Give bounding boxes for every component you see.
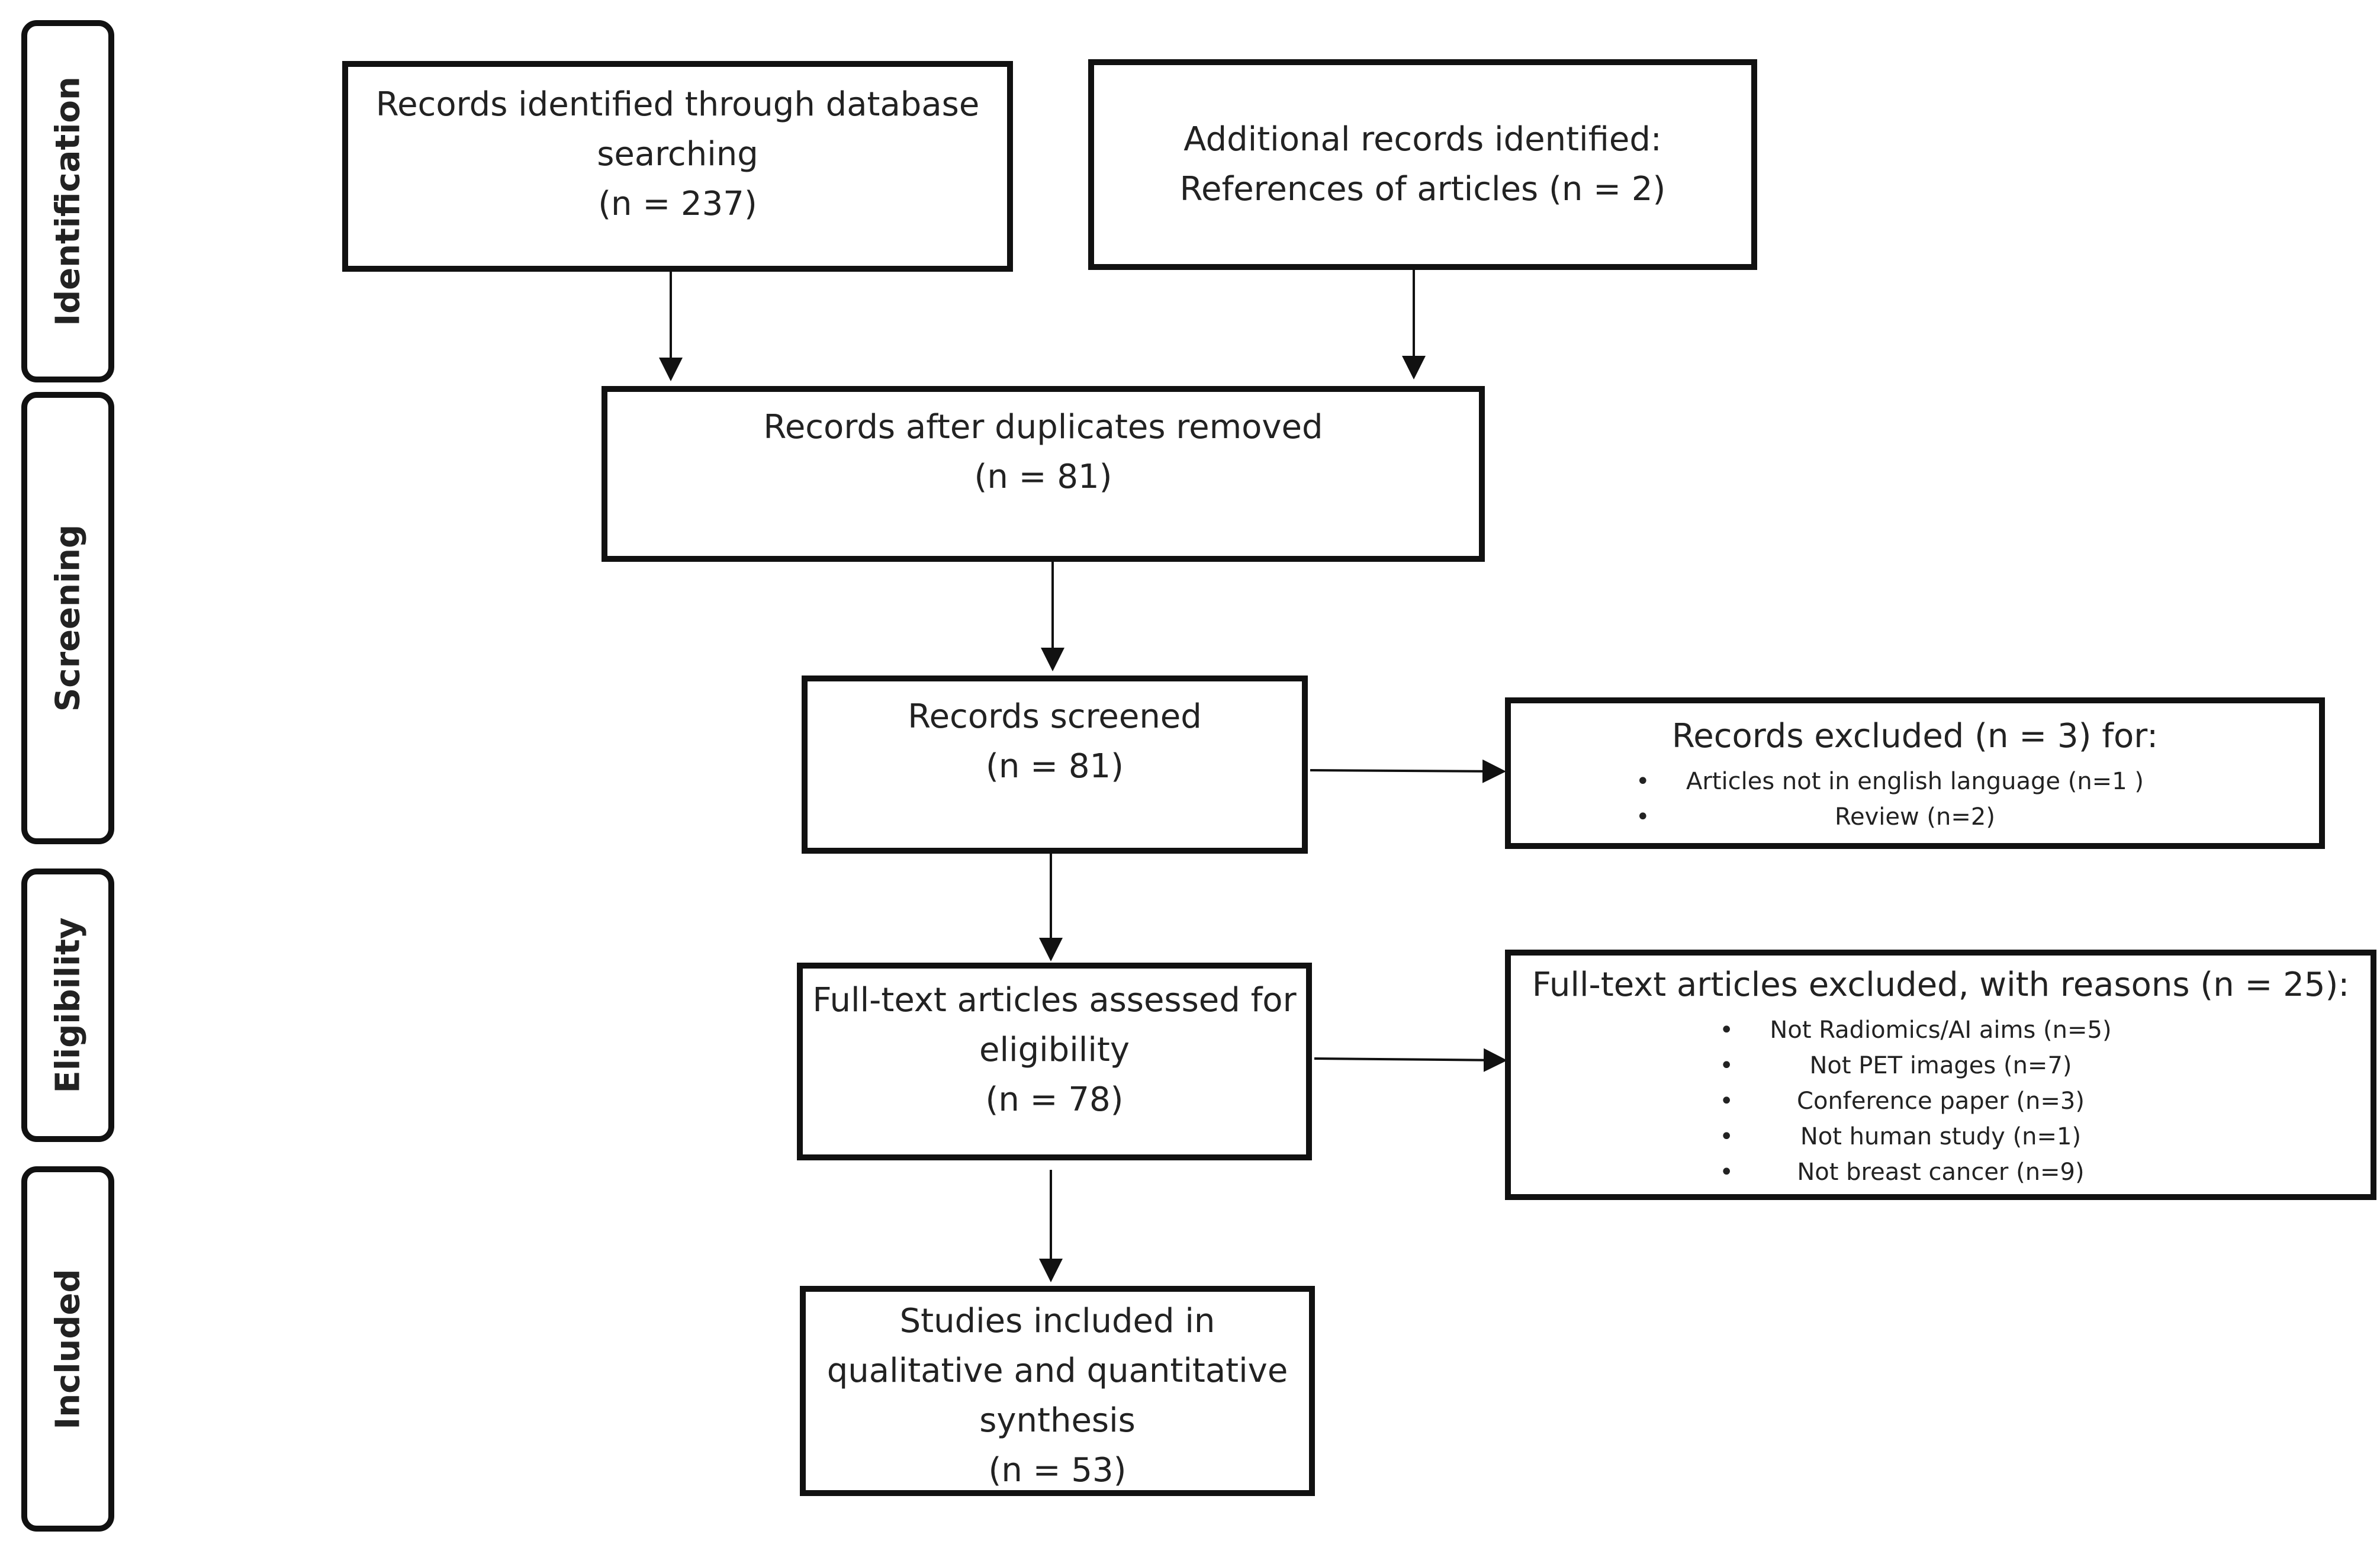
box-db-line-1: Records identified through database	[375, 85, 980, 124]
box-db-line-3: (n = 237)	[598, 185, 757, 223]
phase-included-label: Included	[49, 1268, 87, 1430]
box-studies-included: Studies included in qualitative and quan…	[800, 1286, 1315, 1496]
bullet-icon: •	[1719, 1017, 1734, 1044]
box-included-line-3: synthesis	[979, 1401, 1136, 1440]
excluded-reasons-list: • Articles not in english language (n=1 )…	[1636, 764, 2144, 835]
fulltext-reason-text: Not PET images (n=7)	[1809, 1052, 2072, 1079]
fulltext-reason-item: • Not breast cancer (n=9)	[1719, 1154, 2111, 1190]
box-records-excluded: Records excluded (n = 3) for: • Articles …	[1505, 697, 2325, 849]
fulltext-reason-item: • Not human study (n=1)	[1719, 1119, 2111, 1154]
box-fulltext-line-3: (n = 78)	[985, 1080, 1124, 1119]
arrow-fulltext-to-fulltext-excluded	[1314, 1048, 1507, 1072]
fulltext-reason-item: • Not PET images (n=7)	[1719, 1048, 2111, 1083]
fulltext-reason-text: Not breast cancer (n=9)	[1797, 1159, 2085, 1186]
phase-screening: Screening	[21, 392, 114, 844]
fulltext-reason-text: Not human study (n=1)	[1800, 1123, 2082, 1150]
box-additional-records: Additional records identified: Reference…	[1088, 59, 1757, 270]
phase-eligibility-label: Eligibility	[49, 917, 87, 1093]
fulltext-excluded-reasons-list: • Not Radiomics/AI aims (n=5) • Not PET im…	[1719, 1012, 2112, 1190]
bullet-icon: •	[1719, 1088, 1734, 1115]
fulltext-reason-text: Not Radiomics/AI aims (n=5)	[1770, 1017, 2112, 1044]
phase-identification: Identification	[21, 20, 114, 382]
box-duplicates-line-1: Records after duplicates removed	[763, 408, 1323, 446]
excluded-reason-text: Articles not in english language (n=1 )	[1686, 768, 2144, 795]
excluded-reason-item: • Review (n=2)	[1636, 799, 2144, 835]
box-included-line-2: qualitative and quantitative	[826, 1352, 1288, 1390]
excluded-reason-text: Review (n=2)	[1835, 803, 1995, 831]
fulltext-reason-text: Conference paper (n=3)	[1797, 1088, 2085, 1115]
bullet-icon: •	[1719, 1052, 1734, 1079]
box-fulltext-excluded: Full-text articles excluded, with reason…	[1505, 950, 2376, 1200]
box-fulltext-assessed: Full-text articles assessed for eligibil…	[797, 963, 1312, 1160]
box-records-identified-database: Records identified through database sear…	[342, 61, 1013, 272]
box-db-line-2: searching	[597, 135, 758, 173]
box-duplicates-line-2: (n = 81)	[974, 458, 1112, 496]
box-additional-line-1: Additional records identified:	[1183, 120, 1662, 159]
box-included-line-1: Studies included in	[899, 1302, 1215, 1340]
bullet-icon: •	[1719, 1123, 1734, 1150]
phase-screening-label: Screening	[49, 524, 87, 712]
phase-identification-label: Identification	[49, 76, 87, 326]
box-screened-line-2: (n = 81)	[986, 747, 1124, 786]
box-screened-line-1: Records screened	[908, 697, 1202, 736]
box-included-line-4: (n = 53)	[988, 1451, 1127, 1490]
box-fulltext-excluded-title: Full-text articles excluded, with reason…	[1532, 966, 2350, 1004]
box-fulltext-line-1: Full-text articles assessed for	[812, 981, 1297, 1019]
arrow-screened-to-excluded	[1310, 759, 1506, 783]
box-records-screened: Records screened (n = 81)	[802, 676, 1308, 854]
phase-eligibility: Eligibility	[21, 868, 114, 1142]
phase-included: Included	[21, 1166, 114, 1532]
fulltext-reason-item: • Conference paper (n=3)	[1719, 1083, 2111, 1119]
fulltext-reason-item: • Not Radiomics/AI aims (n=5)	[1719, 1012, 2112, 1048]
box-fulltext-line-2: eligibility	[979, 1031, 1130, 1069]
bullet-icon: •	[1636, 768, 1650, 795]
box-excluded-title: Records excluded (n = 3) for:	[1671, 717, 2159, 755]
bullet-icon: •	[1636, 803, 1650, 831]
box-additional-line-2: References of articles (n = 2)	[1179, 170, 1666, 208]
bullet-icon: •	[1719, 1159, 1734, 1186]
excluded-reason-item: • Articles not in english language (n=1 )	[1636, 764, 2144, 799]
box-records-after-duplicates: Records after duplicates removed (n = 81…	[602, 386, 1485, 562]
